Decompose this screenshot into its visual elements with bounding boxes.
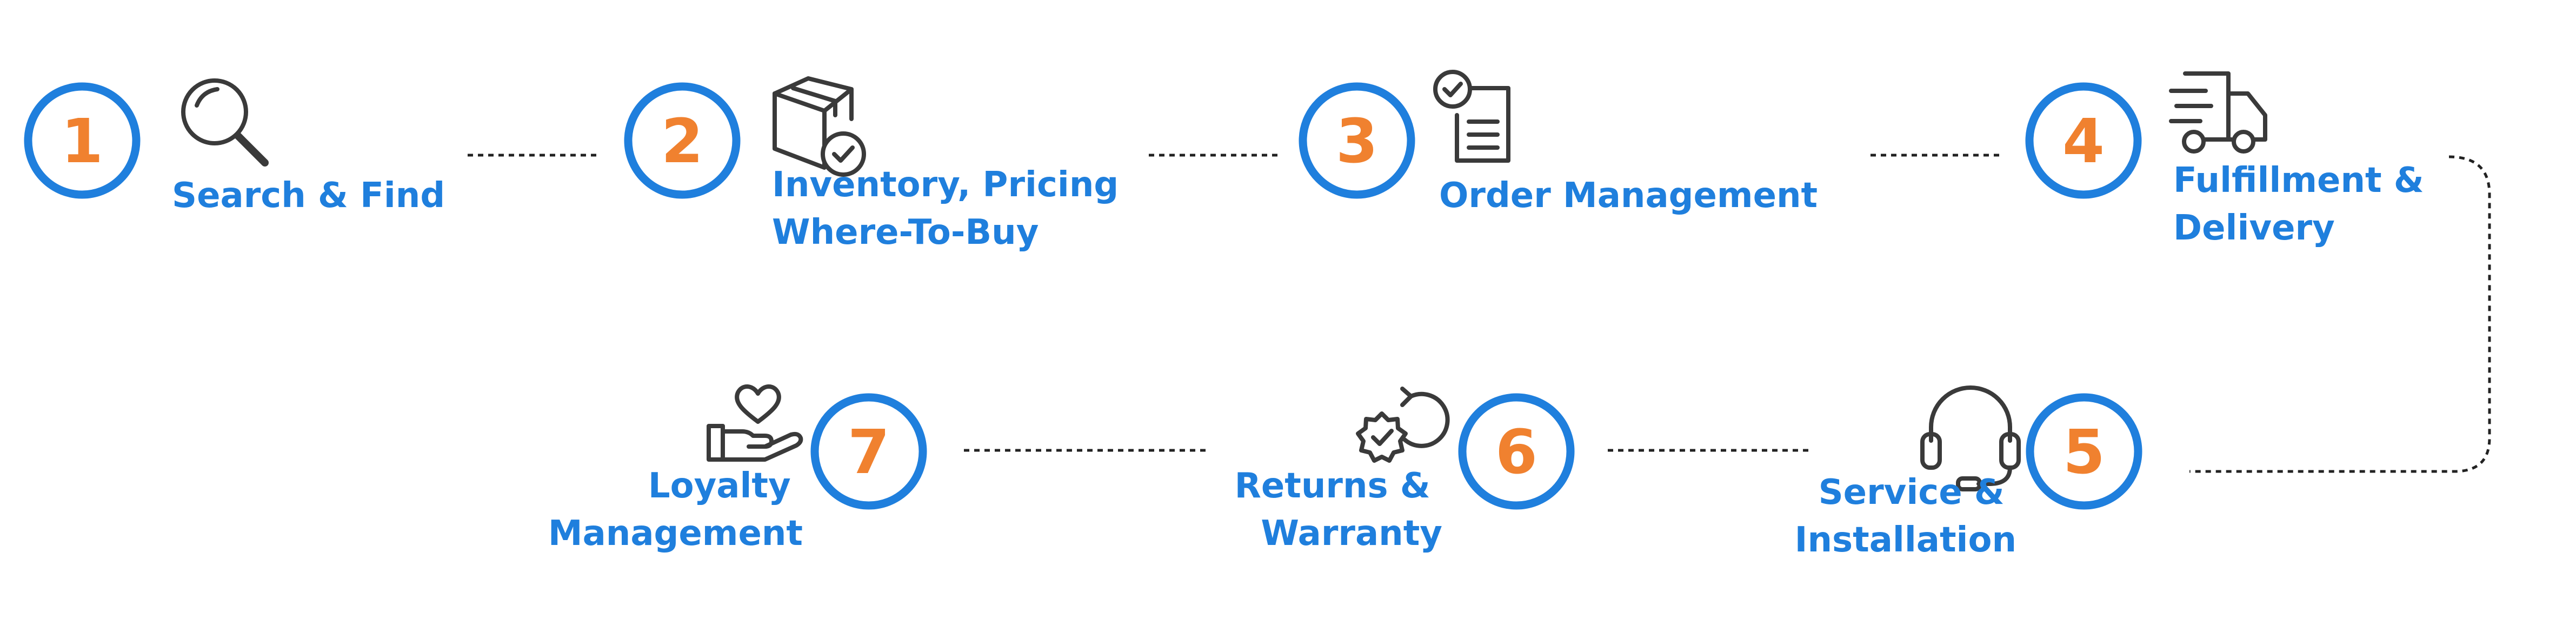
hand-heart-icon	[707, 384, 803, 462]
step-7: 7 Loyalty Management	[548, 384, 927, 554]
step-label: Loyalty Management	[548, 466, 803, 554]
step-label-line: Order Management	[1439, 176, 1818, 216]
step-label: Search & Find	[172, 176, 445, 216]
step-number-circle	[2025, 82, 2142, 199]
step-number-circle	[810, 393, 927, 510]
step-number-circle	[1299, 82, 1415, 199]
step-label-line: Management	[548, 514, 803, 554]
step-label-line: Installation	[1795, 520, 2016, 560]
step-label: Order Management	[1439, 176, 1818, 216]
step-label-line: Where-To-Buy	[772, 212, 1039, 252]
headset-icon	[1920, 385, 2021, 491]
step-label-line: Service &	[1819, 473, 2005, 513]
step-number: 7	[848, 417, 890, 488]
step-label: Inventory, Pricing Where-To-Buy	[772, 165, 1130, 252]
step-label-line: Delivery	[2173, 208, 2335, 248]
step-3: 3 Order Management	[1299, 70, 1818, 216]
inventory-box-check-icon	[773, 76, 866, 177]
step-number: 4	[2062, 107, 2105, 177]
step-1: 1 Search & Find	[24, 78, 445, 216]
step-number-circle	[24, 82, 141, 199]
step-number-circle	[1458, 393, 1575, 510]
step-4: 4 Fulfillment & Delivery	[2025, 71, 2436, 248]
warranty-return-badge-icon	[1356, 387, 1450, 463]
step-number-circle	[2026, 393, 2142, 510]
step-label-line: Loyalty	[648, 466, 791, 506]
step-number-circle	[624, 82, 741, 199]
step-label-line: Returns &	[1235, 466, 1430, 506]
step-label-line: Inventory, Pricing	[772, 165, 1119, 205]
step-label: Service & Installation	[1795, 473, 2016, 560]
step-number: 6	[1495, 417, 1537, 488]
step-6: 6 Returns & Warranty	[1235, 387, 1575, 554]
connector-4-5	[2189, 155, 2491, 473]
step-label: Returns & Warranty	[1235, 466, 1442, 554]
step-label-line: Search & Find	[172, 176, 445, 216]
step-5: 5 Service & Installation	[1795, 385, 2142, 560]
step-number: 2	[661, 107, 703, 177]
search-icon	[181, 78, 269, 167]
step-number: 1	[61, 107, 103, 177]
step-number: 3	[1336, 107, 1378, 177]
connectors	[468, 154, 2491, 473]
order-clipboard-icon	[1433, 70, 1510, 163]
step-label-line: Fulfillment &	[2173, 161, 2424, 201]
step-label-line: Warranty	[1261, 514, 1442, 554]
step-number: 5	[2063, 417, 2105, 488]
step-label: Fulfillment & Delivery	[2173, 161, 2436, 248]
step-2: 2 Inventory, Pricing Where-To-Buy	[624, 76, 1130, 252]
delivery-truck-icon	[2169, 71, 2267, 154]
